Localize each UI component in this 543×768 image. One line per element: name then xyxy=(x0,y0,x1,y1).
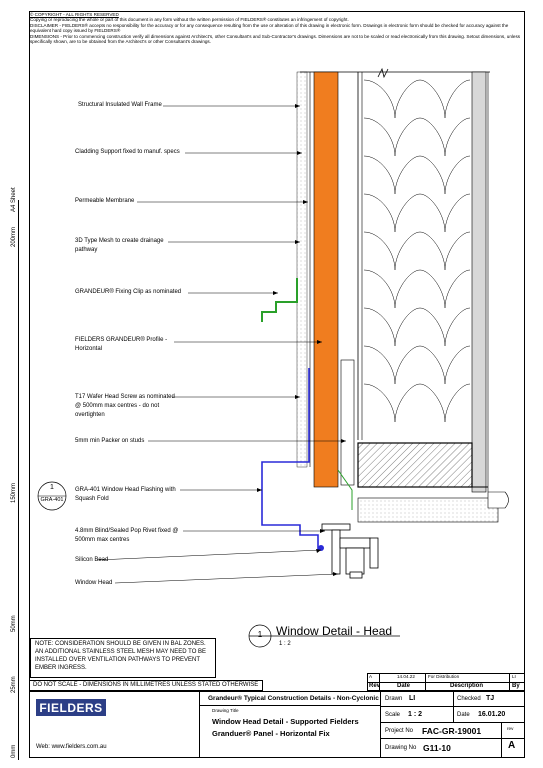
callout-ref: GRA-401 xyxy=(40,497,64,503)
detail-scale: 1 : 2 xyxy=(279,641,291,647)
label-wall-frame: Structural Insulated Wall Frame xyxy=(78,102,162,108)
drawing-no-label: Drawing No xyxy=(385,745,417,751)
date-value: 16.01.20 xyxy=(478,711,506,718)
leader-lines xyxy=(96,105,346,584)
grid-line-2 xyxy=(381,722,525,723)
revision-divider xyxy=(367,682,525,683)
grid-col-rev xyxy=(501,722,502,758)
label-window-head: Window Head xyxy=(75,580,113,586)
label-mesh-line1: 3D Type Mesh to create drainage xyxy=(75,238,164,244)
label-screw-line2: @ 500mm max centres - do not xyxy=(75,403,160,409)
internal-lining xyxy=(471,71,487,493)
grid-col-mid xyxy=(453,691,454,722)
ruler-line xyxy=(18,200,19,760)
label-screw-line1: T17 Wafer Head Screw as nominated xyxy=(75,394,175,400)
info-col-line xyxy=(380,691,381,758)
rev-header-rev: Rev xyxy=(369,683,381,689)
head-lintel xyxy=(357,442,473,488)
rev-header-date: Date xyxy=(397,683,411,689)
title-block-border xyxy=(29,691,525,758)
reveal-board xyxy=(357,497,499,523)
silicon-bead xyxy=(318,545,324,551)
detail-number: 1 xyxy=(257,630,263,639)
label-flashing-line2: Squash Fold xyxy=(75,496,109,502)
title-block-divider xyxy=(199,691,200,758)
green-seal xyxy=(337,469,353,510)
label-screw-line3: overtighten xyxy=(75,412,105,418)
label-mesh-line2: pathway xyxy=(75,247,98,253)
rev-header-description: Description xyxy=(450,683,484,689)
drawn-label: Drawn xyxy=(385,696,403,702)
copyright-heading: © COPYRIGHT - ALL RIGHTS RESERVED xyxy=(30,12,119,17)
rev-header-by: By xyxy=(512,683,520,689)
project-label: Project No xyxy=(385,728,414,734)
rev-row-rev: A xyxy=(369,674,373,679)
rev-value: A xyxy=(508,740,516,751)
drawing-title-line1: Window Head Detail - Supported Fielders xyxy=(212,717,359,726)
drawing-no-value: G11-10 xyxy=(423,743,451,753)
leader-arrows xyxy=(257,104,346,576)
head-flashing xyxy=(261,368,319,550)
window-frame xyxy=(321,523,379,579)
bal-note: NOTE: CONSIDERATION SHOULD BE GIVEN IN B… xyxy=(30,638,216,678)
checked-label: Checked xyxy=(457,696,481,702)
series-line xyxy=(200,705,380,706)
date-col-line xyxy=(425,673,426,691)
grid-line-3 xyxy=(381,738,525,739)
rev-row-by: LI xyxy=(512,674,516,679)
rev-col-line xyxy=(379,673,380,691)
cladding-panel xyxy=(313,71,339,488)
label-membrane: Permeable Membrane xyxy=(75,198,135,204)
drainage-mesh xyxy=(296,71,308,468)
fielders-logo: FIELDERS xyxy=(36,699,106,716)
dimensions-text: DIMENSIONS - Prior to commencing constru… xyxy=(30,33,521,45)
disclaimer-text: DISCLAIMER - FIELDERS® accepts no respon… xyxy=(30,22,509,34)
rev-row-date: 14.04.22 xyxy=(397,674,415,679)
label-silicon-bead: Silicon Bead xyxy=(75,557,109,563)
insulation xyxy=(363,79,471,423)
label-profile-line2: Horizontal xyxy=(75,346,103,352)
desc-col-line xyxy=(509,673,510,691)
scale-value: 1 : 2 xyxy=(408,711,423,718)
break-symbol xyxy=(377,67,389,79)
reveal-trim xyxy=(487,491,509,509)
copying-text: Copying or reproducing the whole or part… xyxy=(30,17,349,23)
label-rivet-line2: 500mm max centres xyxy=(75,537,130,543)
label-cladding-support: Cladding Support fixed to manuf. specs xyxy=(75,149,180,155)
series-title: Grandeur® Typical Construction Details -… xyxy=(208,695,379,702)
label-flashing-line1: GRA-401 Window Head Flashing with xyxy=(75,487,176,493)
label-packer: 5mm min Packer on studs xyxy=(75,438,145,444)
header-disclaimer: © COPYRIGHT - ALL RIGHTS RESERVED Copyin… xyxy=(30,12,524,44)
fixing-clip xyxy=(261,278,298,322)
checked-value: TJ xyxy=(486,695,495,702)
scale-label: Scale xyxy=(385,712,401,718)
project-value: FAC-GR-19001 xyxy=(422,726,482,736)
rev-label: rev xyxy=(507,726,514,731)
drawn-value: LI xyxy=(409,695,416,702)
do-not-scale-bar: DO NOT SCALE - DIMENSIONS IN MILLIMETRES… xyxy=(29,680,263,691)
label-profile-line1: FIELDERS GRANDEUR® Profile - xyxy=(75,337,168,343)
label-rivet-line1: 4.8mm Blind/Sealed Pop Rivet fixed @ xyxy=(75,528,179,534)
rev-row-description: For Distribution xyxy=(428,674,460,679)
callout-number: 1 xyxy=(50,484,54,491)
drawing-title-line2: Granduer® Panel - Horizontal Fix xyxy=(212,729,330,738)
date-label: Date xyxy=(457,712,470,718)
drawing-title-label: Drawing Title xyxy=(212,708,239,713)
detail-title: Window Detail - Head xyxy=(276,624,393,638)
web-address: Web: www.fielders.com.au xyxy=(36,744,107,750)
packer xyxy=(340,359,355,486)
label-fixing-clip: GRANDEUR® Fixing Clip as nominated xyxy=(75,289,182,295)
